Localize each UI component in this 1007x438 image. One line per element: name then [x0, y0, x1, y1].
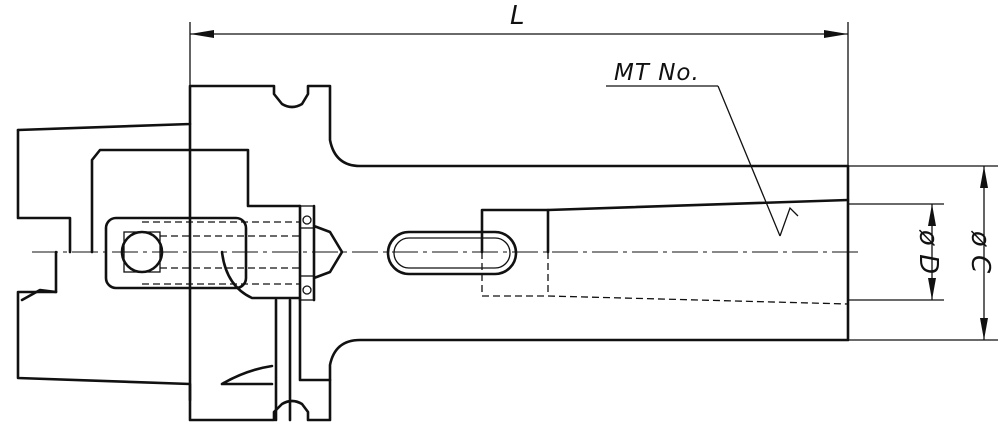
bolt-collar-bottom	[299, 275, 315, 301]
length-label: L	[510, 1, 525, 31]
taper-label: MT No.	[614, 60, 700, 86]
holder-outline	[16, 84, 850, 422]
drift-slot	[386, 230, 518, 276]
holder-outline-upper-flange	[16, 128, 72, 254]
bolt-collar-top	[299, 205, 315, 229]
arrow-outer-bottom	[980, 318, 988, 340]
outer-label: ø C	[965, 230, 995, 274]
flange-chamfer-left	[20, 288, 58, 302]
lower-slot-right	[298, 298, 332, 382]
ball-top	[302, 215, 312, 225]
taper-bore-bottom	[481, 252, 849, 305]
body-upper-step	[188, 148, 302, 208]
arrow-left	[190, 30, 214, 38]
arrow-bore-top	[928, 204, 936, 226]
taper-leader-tick	[779, 206, 799, 237]
clamp-screw-circle	[120, 230, 164, 274]
lower-slot	[220, 298, 292, 422]
ball-bottom	[302, 285, 312, 295]
arrow-right	[824, 30, 848, 38]
bore-label: ø D	[913, 229, 943, 274]
bolt-arc	[220, 250, 302, 300]
flange-inner-profile	[90, 122, 192, 254]
taper-leader	[717, 85, 781, 237]
drift-slot-inner	[393, 237, 511, 269]
clamp-screw-body	[104, 216, 248, 290]
arrow-outer-top	[980, 166, 988, 188]
taper-bore-top	[480, 198, 850, 254]
arrow-bore-bottom	[928, 278, 936, 300]
